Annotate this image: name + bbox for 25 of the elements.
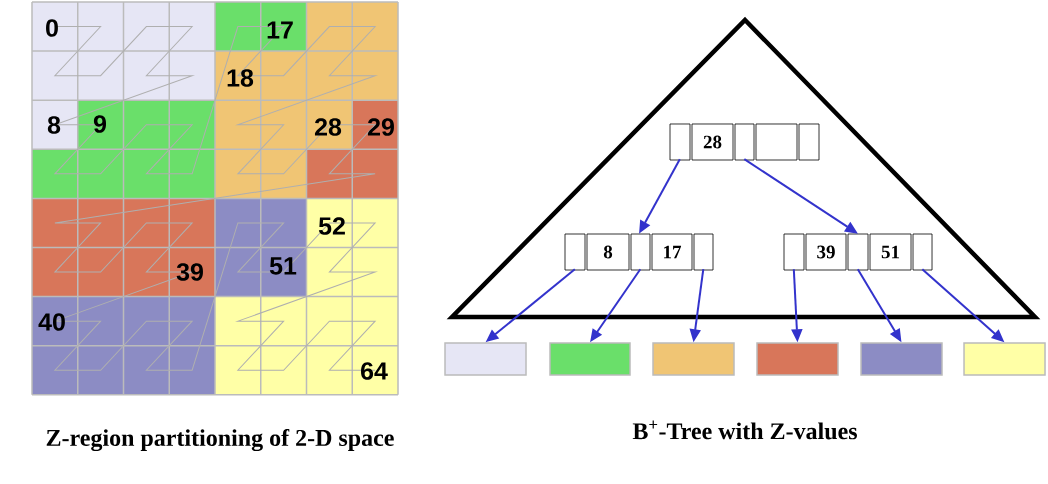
cell-number: 28 (314, 118, 342, 136)
leaf-page (963, 342, 1046, 376)
cell-number: 39 (176, 263, 203, 281)
leaf-page (444, 342, 527, 376)
cell-number: 40 (38, 313, 65, 331)
leaf-page (549, 342, 631, 376)
leaf-page (756, 342, 839, 376)
tree-node: 8 17 (564, 233, 714, 271)
cell-number: 29 (367, 118, 394, 136)
caption: Z-region partitioning of 2-D space (46, 428, 394, 452)
cell-number: 64 (361, 362, 388, 380)
node-label: 17 (664, 245, 682, 259)
caption: B$^{+}$-Tree with Z-values (632, 420, 857, 440)
cell-number: 52 (318, 217, 345, 235)
node-label: 39 (817, 245, 835, 259)
tree-node: 39 51 (783, 233, 933, 271)
leaf-page (652, 342, 735, 376)
cell-number: 18 (227, 69, 254, 87)
cell-number: 9 (93, 115, 106, 133)
cell-number: 51 (269, 257, 297, 275)
cell-number: 17 (267, 21, 293, 39)
cell-number: 0 (46, 19, 58, 37)
cell-number: 8 (47, 116, 61, 134)
tree-node: 28 (669, 123, 820, 161)
leaf-page (860, 342, 943, 376)
